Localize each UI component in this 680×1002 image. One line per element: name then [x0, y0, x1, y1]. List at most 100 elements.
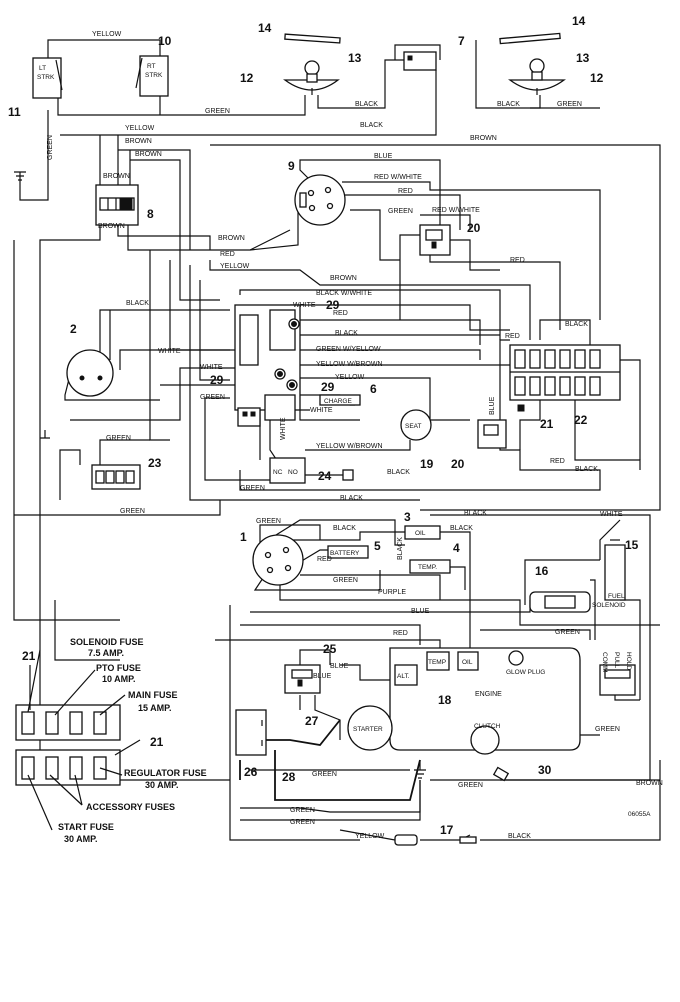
- glow-plug-label: GLOW PLUG: [506, 669, 545, 676]
- num-12b: 12: [590, 71, 604, 85]
- num-28: 28: [282, 770, 296, 784]
- wire-label: BROWN: [125, 138, 152, 145]
- hour-meter: [66, 349, 114, 397]
- wire-label: GREEN: [290, 807, 315, 814]
- oil-light-label: OIL: [415, 530, 426, 537]
- num-7: 7: [458, 34, 465, 48]
- wire-label: WHITE: [158, 348, 181, 355]
- wire-label: BLACK: [333, 525, 356, 532]
- num-5: 5: [374, 539, 381, 553]
- connector-plug: [342, 469, 354, 481]
- num-10: 10: [158, 34, 172, 48]
- headlight-cover-right: [499, 32, 561, 45]
- starter-relay: [284, 664, 321, 694]
- connector-8: [95, 184, 139, 226]
- wire-label: YELLOW: [335, 374, 365, 381]
- headlight-right: [508, 58, 566, 95]
- num-29c: 29: [321, 380, 335, 394]
- num-21c: 21: [150, 735, 164, 749]
- seat-label: SEAT: [405, 423, 422, 430]
- wire-label: GREEN: [557, 101, 582, 108]
- fuel-label: FUEL: [608, 593, 625, 600]
- wire-label: YELLOW: [220, 263, 250, 270]
- hold-label: HOLD: [625, 652, 632, 670]
- relay-20-bottom: [477, 419, 507, 449]
- num-14b: 14: [572, 14, 586, 28]
- wire-label: WHITE: [280, 417, 287, 440]
- wire-label: WHITE: [200, 364, 223, 371]
- wire-label: GREEN: [47, 135, 54, 160]
- wire-label: GREEN W/YELLOW: [316, 346, 381, 353]
- temp-light-label: TEMP.: [418, 564, 437, 571]
- wire-label: BROWN: [218, 235, 245, 242]
- wire-label: GREEN: [256, 518, 281, 525]
- num-4: 4: [453, 541, 460, 555]
- wire-labels: YELLOW GREEN BLACK BLACK GREEN BLACK BRO…: [47, 31, 663, 840]
- wire-label: BLACK: [335, 330, 358, 337]
- num-19: 19: [420, 457, 434, 471]
- num-29b: 29: [210, 373, 224, 387]
- wire-label: BLACK: [497, 101, 520, 108]
- diagram-code: 06055A: [628, 811, 651, 818]
- engine-oil-label: OIL: [462, 659, 473, 666]
- wire-label: BLUE: [489, 396, 496, 415]
- wire-label: BLACK: [126, 300, 149, 307]
- wire-label: BLUE: [374, 153, 393, 160]
- wire-label: BROWN: [135, 151, 162, 158]
- relay-20-top: [419, 224, 451, 256]
- key-switch: [294, 174, 346, 226]
- wire-label: GREEN: [333, 577, 358, 584]
- lt-strk-label-1: LT: [39, 65, 46, 72]
- wire-label: YELLOW W/BROWN: [316, 443, 383, 450]
- wire-label: RED: [505, 333, 520, 340]
- wire-label: BROWN: [330, 275, 357, 282]
- accessory-fuses-label: ACCESSORY FUSES: [86, 802, 175, 812]
- wire-network: [13, 39, 661, 841]
- regulator-fuse-amp: 30 AMP.: [145, 780, 179, 790]
- wire-label: BLACK: [387, 469, 410, 476]
- num-13a: 13: [348, 51, 362, 65]
- wire-label: WHITE: [310, 407, 333, 414]
- num-12a: 12: [240, 71, 254, 85]
- wire-label: RED: [333, 310, 348, 317]
- temp-light: TEMP.: [409, 559, 451, 574]
- wire-label: BLACK W/WHITE: [316, 290, 372, 297]
- wire-label: BROWN: [470, 135, 497, 142]
- switch-nc-label: NC: [273, 469, 283, 476]
- wire-label: GREEN: [595, 726, 620, 733]
- num-1: 1: [240, 530, 247, 544]
- wire-label: BLUE: [313, 673, 332, 680]
- solenoid-fuse-label: SOLENOID FUSE: [70, 637, 144, 647]
- wire-label: GREEN: [240, 485, 265, 492]
- headlight-cover-left: [284, 33, 341, 44]
- seat-switch: SEAT: [400, 409, 432, 441]
- wire-label: BROWN: [636, 780, 663, 787]
- wire-label: BLACK: [565, 321, 588, 328]
- num-17: 17: [440, 823, 454, 837]
- clutch-connector: [492, 766, 510, 782]
- wire-label: BROWN: [103, 173, 130, 180]
- headlight-left: [283, 60, 340, 95]
- wire-label: BLUE: [411, 608, 430, 615]
- wire-label: BLACK: [340, 495, 363, 502]
- num-25: 25: [323, 642, 337, 656]
- wire-label: BLACK: [575, 466, 598, 473]
- starter-label: STARTER: [353, 726, 383, 733]
- pto-fuse-amp: 10 AMP.: [102, 674, 136, 684]
- fuse-block-21-22: [509, 344, 621, 412]
- regulator-fuse-label: REGULATOR FUSE: [124, 768, 207, 778]
- wire-label: RED: [317, 556, 332, 563]
- wire-label: BLACK: [464, 510, 487, 517]
- fuel-relay: COMM PULL HOLD: [599, 652, 636, 696]
- solenoid-label: SOLENOID: [592, 602, 626, 609]
- left-strike-light: LT STRK: [32, 57, 63, 99]
- connector-16: [529, 591, 591, 613]
- fuse-legend-text: SOLENOID FUSE 7.5 AMP. PTO FUSE 10 AMP. …: [58, 637, 207, 844]
- num-30: 30: [538, 763, 552, 777]
- num-6: 6: [370, 382, 377, 396]
- wire-label: BLACK: [450, 525, 473, 532]
- inline-fuse: [394, 834, 477, 846]
- battery-light-label: BATTERY: [330, 550, 360, 557]
- num-15: 15: [625, 538, 639, 552]
- switch-no-label: NO: [288, 469, 298, 476]
